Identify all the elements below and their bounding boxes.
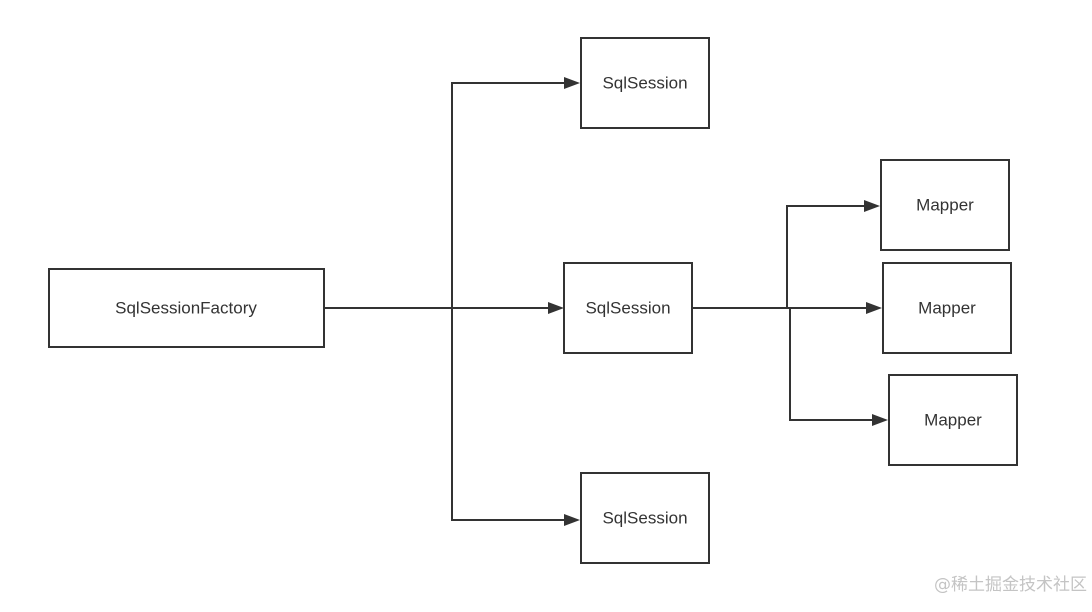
node-mapper-2-label: Mapper: [918, 299, 976, 318]
node-sqlsessionfactory-label: SqlSessionFactory: [115, 299, 257, 318]
node-sqlsession-bottom: SqlSession: [580, 472, 710, 564]
arrow-mapper-3: [872, 414, 888, 426]
node-sqlsession-mid: SqlSession: [563, 262, 693, 354]
edge-factory-to-session-top: [324, 82, 566, 309]
edge-session-to-mapper-1: [692, 205, 866, 309]
edges-session-mappers: [692, 200, 888, 426]
arrow-mapper-1: [864, 200, 880, 212]
node-sqlsessionfactory: SqlSessionFactory: [48, 268, 325, 348]
node-sqlsession-mid-label: SqlSession: [585, 299, 670, 318]
node-sqlsession-bottom-label: SqlSession: [602, 509, 687, 528]
arrow-session-bottom: [564, 514, 580, 526]
edge-factory-to-session-bottom: [451, 308, 566, 521]
edge-session-to-mapper-3: [789, 308, 874, 421]
node-mapper-3: Mapper: [888, 374, 1018, 466]
arrow-session-top: [564, 77, 580, 89]
node-sqlsession-top-label: SqlSession: [602, 74, 687, 93]
arrow-mapper-2: [866, 302, 882, 314]
arrow-session-mid: [548, 302, 564, 314]
node-mapper-1: Mapper: [880, 159, 1010, 251]
node-mapper-3-label: Mapper: [924, 411, 982, 430]
edges-factory: [324, 77, 580, 526]
node-mapper-1-label: Mapper: [916, 196, 974, 215]
node-sqlsession-top: SqlSession: [580, 37, 710, 129]
node-mapper-2: Mapper: [882, 262, 1012, 354]
watermark-text: @稀土掘金技术社区: [934, 575, 1087, 595]
